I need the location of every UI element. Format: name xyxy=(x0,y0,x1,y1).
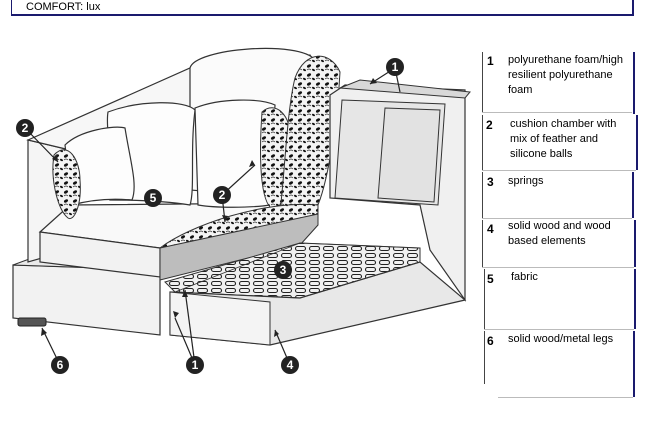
legend-number-4: 4 xyxy=(487,222,494,236)
legend-number-3: 3 xyxy=(487,175,494,189)
legend-number-6: 6 xyxy=(487,334,494,348)
sofa-diagram xyxy=(12,47,471,366)
legend-text-2: cushion chamber with mix of feather and … xyxy=(510,118,617,160)
callout-5: 5 xyxy=(144,189,162,207)
legend-number-5: 5 xyxy=(487,272,494,286)
legend-text-5: fabric xyxy=(511,271,538,283)
callout-4: 4 xyxy=(281,356,299,374)
callout-1-top: 1 xyxy=(386,58,404,76)
right-back-top xyxy=(339,79,471,99)
foam-left xyxy=(52,149,81,220)
callout-2-center: 2 xyxy=(213,186,231,204)
leg-left xyxy=(17,317,47,327)
seat-cut-gray xyxy=(159,213,319,281)
header-title: COMFORT: lux xyxy=(26,1,101,13)
callout-3: 3 xyxy=(274,261,292,279)
legend-text-4: solid wood and wood based elements xyxy=(508,220,611,247)
pillow-back-left xyxy=(64,126,135,206)
foam-back xyxy=(279,55,341,213)
legend-text-6: solid wood/metal legs xyxy=(508,333,614,345)
base-frame-front xyxy=(169,291,271,346)
legend-number-1: 1 xyxy=(487,54,494,68)
legend-text-3: springs xyxy=(508,175,544,187)
legend-text-1: polyurethane foam/high resilient polyure… xyxy=(508,54,623,96)
right-back-window xyxy=(377,107,441,203)
seat-platform xyxy=(174,242,421,299)
callout-6: 6 xyxy=(51,356,69,374)
legend-number-2: 2 xyxy=(486,118,493,132)
callout-2-left: 2 xyxy=(16,119,34,137)
header-bar: COMFORT: lux xyxy=(11,0,634,16)
callout-1-bottom: 1 xyxy=(186,356,204,374)
